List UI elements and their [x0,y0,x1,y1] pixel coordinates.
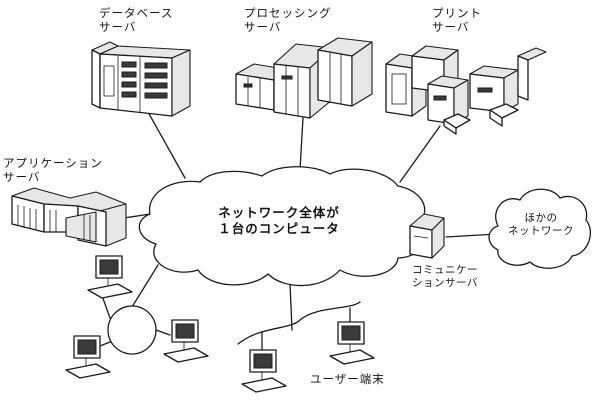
application-server-label-line2: サーバ [3,170,41,184]
link-print [399,125,441,183]
application-server-label-line1: アプリケーション [3,156,103,170]
cloud-caption-line2: １台のコンピュータ [218,221,340,236]
terminal-icon [241,349,287,393]
cloud-caption: ネットワーク全体が １台のコンピュータ [200,205,358,237]
connector-lines [123,111,498,331]
application-server-label: アプリケーション サーバ [3,156,103,184]
database-server-icon [91,41,191,117]
communication-server-label: コミュニケー ションサーバ [412,264,478,290]
communication-server-icon [409,213,445,259]
processing-server-icon [235,37,373,119]
terminal-icon [329,321,375,365]
processing-server-label-line1: プロセッシング [244,6,332,20]
cloud-caption-line1: ネットワーク全体が [218,205,340,220]
communication-server-label-line1: コミュニケー [412,264,478,276]
database-server-label-line1: データベース [99,6,174,20]
terminal-icon [65,335,111,379]
application-server-icon [11,187,127,247]
processing-server-label-line2: サーバ [244,20,282,34]
link-application [123,213,151,219]
user-terminal-bus [237,301,361,345]
print-server-label-line2: サーバ [432,20,470,34]
ring-network-icon [89,289,171,355]
link-processing [299,117,304,171]
other-network-label-line1: ほかの [524,212,558,224]
link-database [147,111,186,179]
link-ring [131,264,159,308]
other-network-label-line2: ネットワーク [508,225,574,237]
terminal-icon [163,319,209,363]
link-user-bus [289,282,293,331]
database-server-label-line2: サーバ [99,20,137,34]
processing-server-label: プロセッシング サーバ [244,6,332,34]
link-other-network [445,233,498,238]
print-server-icon [385,45,547,135]
database-server-label: データベース サーバ [99,6,173,34]
other-network-label: ほかの ネットワーク [498,212,584,238]
print-server-label-line1: プリント [432,6,482,20]
user-terminal-label: ユーザー端末 [310,372,385,386]
terminal-icon [87,255,133,299]
print-server-label: プリント サーバ [432,6,482,34]
communication-server-label-line2: ションサーバ [412,277,478,289]
other-network-cloud [488,188,591,269]
